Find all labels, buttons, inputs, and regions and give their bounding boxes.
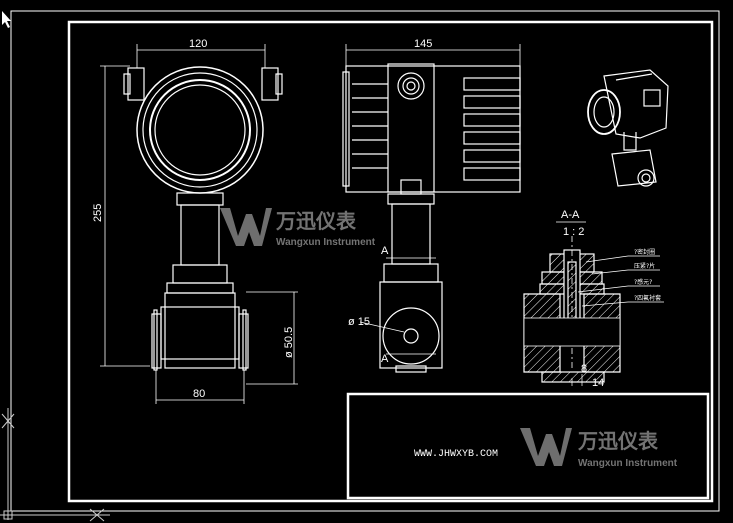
- watermark-brand-cn: 万迅仪表: [275, 209, 357, 233]
- section-callout-2: 压紧?片: [634, 262, 655, 270]
- front-view: [123, 66, 283, 371]
- title-block-brand-en: Wangxun Instrument: [578, 458, 678, 469]
- title-block: [346, 392, 710, 500]
- section-callout-4: ?四氟衬套: [634, 294, 661, 302]
- section-title: A-A: [561, 209, 580, 221]
- isometric-view: [587, 69, 669, 187]
- front-bottom-label: 80: [193, 388, 205, 400]
- front-height-label: 255: [92, 204, 104, 222]
- title-block-url: WWW.JHWXYB.COM: [414, 449, 498, 460]
- front-diameter-label: ø 50.5: [283, 327, 295, 358]
- sheet-border: [10, 10, 720, 512]
- side-view: [342, 63, 521, 373]
- section-offset-label: 8: [581, 363, 587, 375]
- mouse-cursor-icon: [2, 11, 11, 28]
- ucs-icon: [0, 408, 110, 522]
- front-width-label: 120: [189, 38, 207, 50]
- title-block-brand-cn: 万迅仪表: [577, 429, 659, 453]
- section-width-label: 14: [592, 377, 604, 389]
- section-mark-bottom: A: [381, 353, 389, 365]
- section-mark-top: A: [381, 245, 389, 257]
- section-scale: 1 : 2: [563, 226, 584, 238]
- section-callout-1: ?密封圈: [634, 248, 655, 256]
- front-view-dimensions: [100, 44, 298, 404]
- watermark-brand-en: Wangxun Instrument: [276, 237, 376, 248]
- side-width-label: 145: [414, 38, 432, 50]
- drawing-frame: [67, 20, 714, 503]
- watermark-logo-icon: [220, 208, 272, 246]
- section-view: [523, 236, 621, 383]
- side-bore-label: ø 15: [348, 316, 370, 328]
- section-callout-leaders: [560, 255, 664, 386]
- section-callout-3: ?感元?: [634, 278, 652, 286]
- title-block-logo-icon: [520, 428, 572, 466]
- side-view-dimensions: [345, 44, 521, 355]
